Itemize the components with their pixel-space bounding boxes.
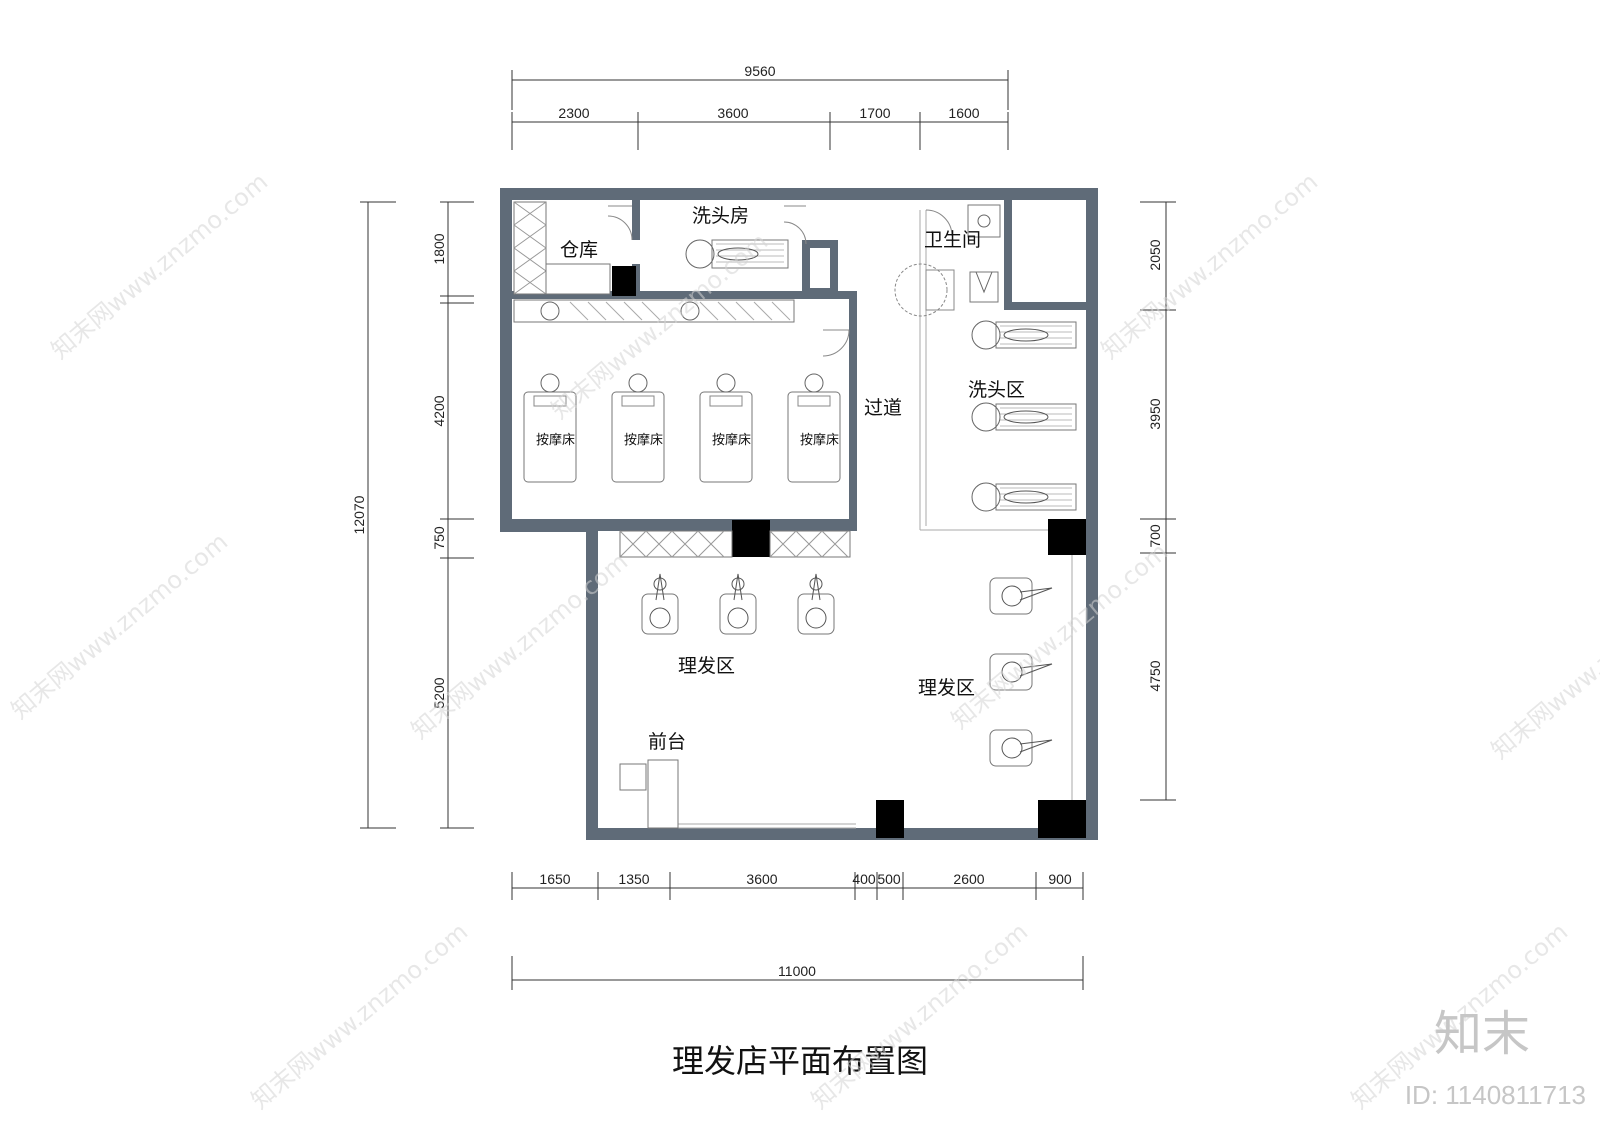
room-label-haircut-right: 理发区 <box>918 677 975 699</box>
dimension-top: 9560 2300 3600 1700 1600 <box>511 63 1009 150</box>
watermark-text: 知末网www.znzmo.com <box>46 168 273 365</box>
shelf-strip <box>619 530 851 558</box>
doors <box>607 205 953 357</box>
dim-left-seg-4: 5200 <box>431 677 447 708</box>
toilet-fixtures <box>894 204 1001 317</box>
barber-chair-5 <box>989 653 1053 691</box>
dim-bottom-seg-7: 900 <box>1048 871 1072 887</box>
massage-bed-label: 按摩床 <box>624 432 663 448</box>
watermark-text: 知末网www.znzmo.com <box>1486 568 1600 765</box>
massage-bed-label: 按摩床 <box>712 432 751 448</box>
wash-bed-3 <box>971 482 1077 512</box>
dim-bottom-seg-1: 1650 <box>539 871 570 887</box>
room-label-corridor: 过道 <box>864 397 902 419</box>
walls <box>500 188 1098 840</box>
massage-bed-label: 按摩床 <box>800 432 839 448</box>
room-label-reception: 前台 <box>648 731 686 753</box>
dim-right-seg-4: 4750 <box>1147 660 1163 691</box>
watermark-id: ID: 1140811713 <box>1405 1080 1586 1110</box>
dim-left-seg-2: 4200 <box>431 395 447 426</box>
barber-chair-4 <box>989 577 1053 615</box>
column <box>1038 800 1086 838</box>
dim-left-total: 12070 <box>351 495 367 534</box>
shampoo-bed <box>685 239 789 269</box>
watermark-text: 知末网www.znzmo.com <box>946 538 1173 735</box>
watermark-text: 知末网www.znzmo.com <box>1096 168 1323 365</box>
column <box>732 520 770 557</box>
massage-bed-2: 按摩床 <box>611 373 665 483</box>
drawing-title: 理发店平面布置图 <box>672 1042 928 1080</box>
dim-top-seg-2: 3600 <box>717 105 748 121</box>
wash-bed-1 <box>971 320 1077 350</box>
dim-left-seg-1: 1800 <box>431 233 447 264</box>
massage-bed-label: 按摩床 <box>536 432 575 448</box>
barber-chair-3 <box>797 573 835 635</box>
column <box>1048 519 1086 555</box>
watermark-text: 知末网www.znzmo.com <box>406 548 633 745</box>
dimension-left: 12070 1800 4200 750 5200 <box>351 201 474 829</box>
sink-counter <box>513 299 795 323</box>
columns <box>612 266 1086 838</box>
dim-bottom-seg-3: 3600 <box>746 871 777 887</box>
room-label-toilet: 卫生间 <box>924 229 981 251</box>
dim-top-total: 9560 <box>744 63 775 79</box>
watermark-text: 知末网www.znzmo.com <box>246 918 473 1115</box>
storage-shelf <box>513 201 611 295</box>
dim-right-seg-2: 3950 <box>1147 398 1163 429</box>
toilet-basin-icon <box>977 214 991 228</box>
barber-chair-1 <box>641 573 679 635</box>
room-label-wash-area: 洗头区 <box>968 379 1025 401</box>
watermark-text: 知末网www.znzmo.com <box>806 918 1033 1115</box>
watermark-brand: 知末 <box>1434 1006 1530 1062</box>
thin-partitions <box>670 210 1073 829</box>
barber-chair-2 <box>719 573 757 635</box>
room-label-wash-room: 洗头房 <box>692 205 749 227</box>
sink-icon <box>540 301 560 321</box>
dim-top-seg-1: 2300 <box>558 105 589 121</box>
dim-bottom-total: 11000 <box>778 963 816 979</box>
wash-bed-2 <box>971 402 1077 432</box>
room-label-haircut-left: 理发区 <box>678 655 735 677</box>
barber-chair-6 <box>989 729 1053 767</box>
massage-bed-4: 按摩床 <box>787 373 841 483</box>
column <box>876 800 904 838</box>
dim-top-seg-3: 1700 <box>859 105 890 121</box>
reception-desk <box>619 759 679 829</box>
dim-left-seg-3: 750 <box>431 526 447 550</box>
watermark-text: 知末网www.znzmo.com <box>6 528 233 725</box>
dim-bottom-seg-5: 500 <box>877 871 901 887</box>
sink-icon <box>680 301 700 321</box>
dim-right-seg-1: 2050 <box>1147 239 1163 270</box>
room-label-storage: 仓库 <box>560 239 598 261</box>
dim-bottom-seg-6: 2600 <box>953 871 984 887</box>
dimension-right: 2050 3950 700 4750 <box>1140 201 1176 801</box>
dim-top-seg-4: 1600 <box>948 105 979 121</box>
dim-bottom-seg-2: 1350 <box>618 871 649 887</box>
dim-bottom-seg-4: 400 <box>852 871 876 887</box>
column <box>612 266 636 296</box>
massage-bed-1: 按摩床 <box>523 373 577 483</box>
massage-bed-3: 按摩床 <box>699 373 753 483</box>
dimension-bottom: 1650 1350 3600 400 500 2600 900 11000 <box>511 871 1084 990</box>
dim-right-seg-3: 700 <box>1147 524 1163 548</box>
